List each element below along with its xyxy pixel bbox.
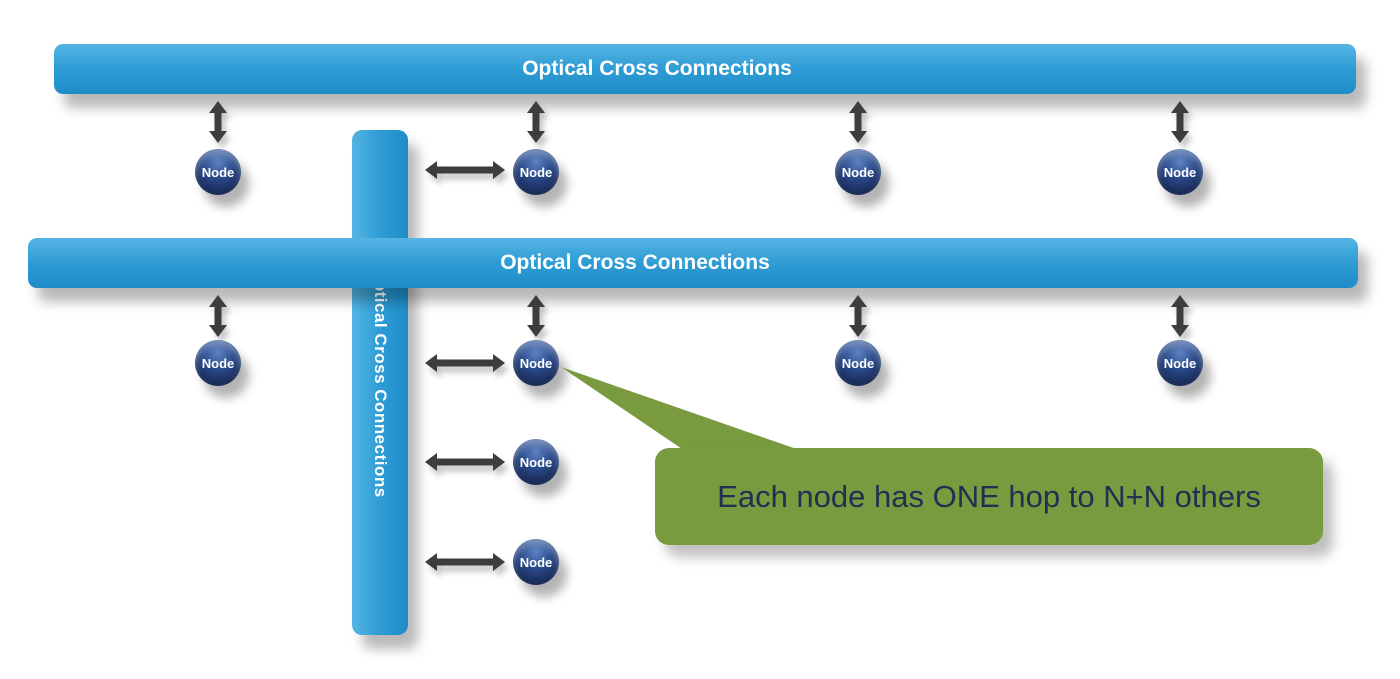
node: Node bbox=[195, 340, 241, 386]
double-arrow-horizontal-icon bbox=[425, 354, 505, 372]
double-arrow-vertical-icon bbox=[849, 101, 867, 143]
double-arrow-horizontal-icon bbox=[425, 453, 505, 471]
optical-cross-connections-bar-middle: Optical Cross Connections bbox=[28, 238, 1358, 288]
double-arrow-vertical-icon bbox=[849, 295, 867, 337]
bar-label: Optical Cross Connections bbox=[371, 267, 390, 498]
optical-cross-connections-bar-top: Optical Cross Connections bbox=[54, 44, 1356, 94]
node: Node bbox=[513, 340, 559, 386]
optical-cross-connections-bar-vertical: Optical Cross Connections bbox=[352, 130, 408, 635]
node: Node bbox=[513, 539, 559, 585]
node: Node bbox=[513, 439, 559, 485]
double-arrow-vertical-icon bbox=[1171, 295, 1189, 337]
node: Node bbox=[1157, 340, 1203, 386]
bar-label: Optical Cross Connections bbox=[500, 251, 770, 274]
double-arrow-vertical-icon bbox=[1171, 101, 1189, 143]
double-arrow-vertical-icon bbox=[527, 295, 545, 337]
double-arrow-vertical-icon bbox=[209, 295, 227, 337]
double-arrow-horizontal-icon bbox=[425, 161, 505, 179]
node: Node bbox=[835, 340, 881, 386]
node: Node bbox=[1157, 149, 1203, 195]
bar-label: Optical Cross Connections bbox=[522, 57, 792, 80]
node: Node bbox=[835, 149, 881, 195]
callout-bubble: Each node has ONE hop to N+N others bbox=[655, 448, 1323, 545]
double-arrow-horizontal-icon bbox=[425, 553, 505, 571]
node: Node bbox=[195, 149, 241, 195]
double-arrow-vertical-icon bbox=[209, 101, 227, 143]
node: Node bbox=[513, 149, 559, 195]
callout-text: Each node has ONE hop to N+N others bbox=[717, 478, 1261, 514]
double-arrow-vertical-icon bbox=[527, 101, 545, 143]
